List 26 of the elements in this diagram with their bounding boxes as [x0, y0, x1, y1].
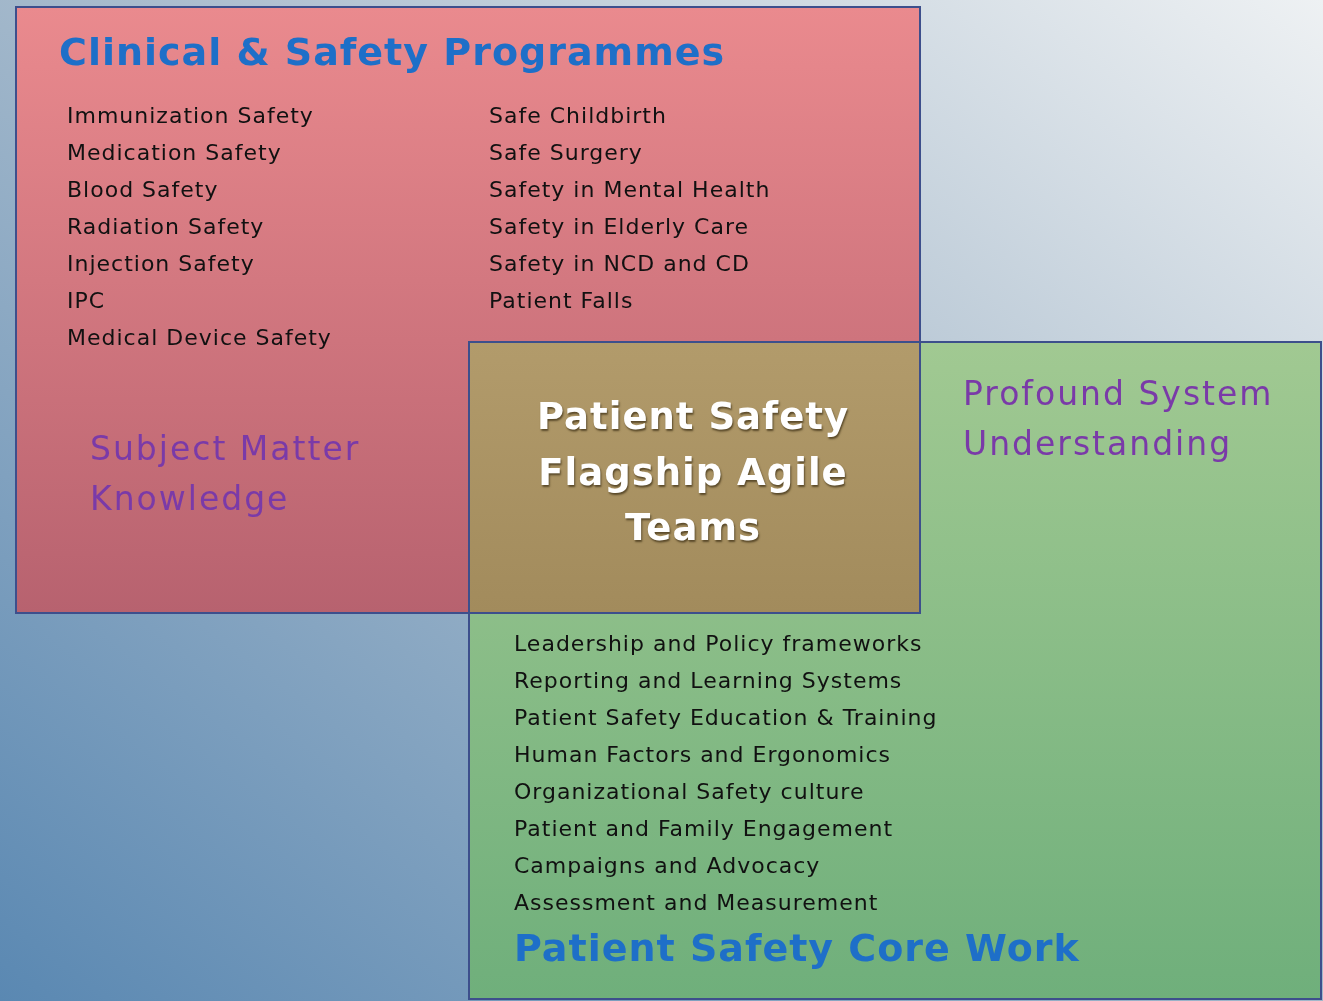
list-item: Human Factors and Ergonomics [514, 742, 891, 767]
list-item: Immunization Safety [67, 103, 314, 128]
heading: Clinical & Safety Programmes [59, 30, 726, 74]
list-item: Injection Safety [67, 251, 255, 276]
area-label: Profound System Understanding [963, 373, 1275, 465]
list-item: Safety in Mental Health [489, 177, 771, 202]
list-item: Reporting and Learning Systems [514, 668, 903, 693]
heading: Patient Safety Core Work [514, 926, 1080, 970]
list-item: Medication Safety [67, 140, 282, 165]
list-item: Blood Safety [67, 177, 219, 202]
list-item: IPC [67, 288, 106, 313]
list-item: Assessment and Measurement [514, 890, 879, 915]
list-item: Safety in Elderly Care [489, 214, 750, 239]
list-item: Patient Falls [489, 288, 634, 313]
list-item: Radiation Safety [67, 214, 265, 239]
list-item: Safety in NCD and CD [489, 251, 750, 276]
list-item: Safe Childbirth [489, 103, 667, 128]
list-item: Organizational Safety culture [514, 779, 865, 804]
list-item: Leadership and Policy frameworks [514, 631, 923, 656]
list-item: Patient and Family Engagement [514, 816, 894, 841]
list-item: Campaigns and Advocacy [514, 853, 821, 878]
area-label: Subject Matter Knowledge [90, 428, 362, 520]
heading: Patient Safety Flagship Agile Teams [535, 394, 851, 551]
list-item: Medical Device Safety [67, 325, 332, 350]
list-item: Patient Safety Education & Training [514, 705, 938, 730]
list-item: Safe Surgery [489, 140, 643, 165]
